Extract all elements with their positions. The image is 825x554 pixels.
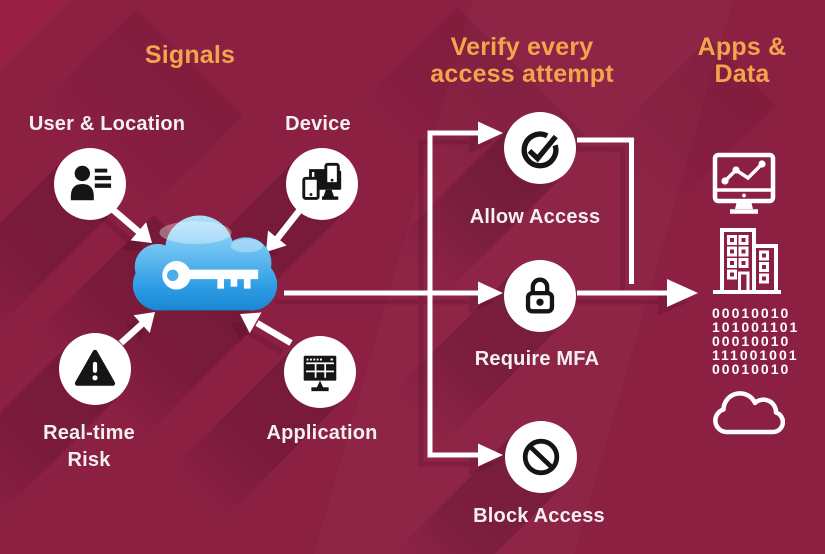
application-circle: [284, 336, 356, 408]
binary-line: 101001101: [712, 319, 800, 335]
allow-access-label: Allow Access: [469, 206, 601, 228]
binary-line: 00010010: [712, 333, 791, 349]
verify-heading: Verify every access attempt: [402, 34, 642, 88]
risk-label-line1: Real-time: [43, 422, 135, 444]
device-label: Device: [285, 113, 351, 135]
risk-label: Real-time Risk: [4, 420, 174, 474]
key-icon: [162, 261, 259, 290]
cloud-key-icon: [132, 215, 278, 311]
signals-heading-text: Signals: [144, 41, 236, 69]
devices-icon: [302, 162, 342, 200]
monitor-chart-icon: [712, 152, 776, 214]
lock-icon: [525, 277, 555, 314]
block-icon: [522, 438, 560, 476]
risk-circle: [59, 333, 131, 405]
signals-heading: Signals: [95, 42, 285, 69]
user-list-icon: [70, 165, 112, 201]
block-access-label: Block Access: [473, 505, 605, 527]
binary-line: 111001001: [712, 347, 799, 363]
user-location-label: User & Location: [28, 113, 186, 135]
block-access-circle: [505, 421, 577, 493]
binary-code: 00010010 101001101 00010010 111001001 00…: [712, 306, 822, 376]
warning-triangle-icon: [74, 349, 116, 386]
cloud-outline-icon: [713, 391, 785, 435]
check-circle-icon: [521, 131, 559, 169]
app-monitor-icon: [303, 355, 337, 392]
require-mfa-label: Require MFA: [474, 348, 600, 370]
require-mfa-circle: [504, 260, 576, 332]
verify-heading-line1: Verify every: [450, 33, 594, 61]
user-location-circle: [54, 148, 126, 220]
risk-label-line2: Risk: [67, 449, 111, 471]
building-icon: [713, 228, 781, 294]
binary-line: 00010010: [712, 361, 791, 377]
apps-data-heading: Apps & Data: [672, 34, 812, 88]
allow-access-circle: [504, 112, 576, 184]
apps-data-heading-line1: Apps &: [697, 33, 787, 61]
device-circle: [286, 148, 358, 220]
verify-heading-line2: access attempt: [430, 60, 614, 88]
application-label: Application: [266, 422, 378, 444]
apps-data-heading-line2: Data: [714, 60, 770, 88]
binary-line: 00010010: [712, 305, 791, 321]
